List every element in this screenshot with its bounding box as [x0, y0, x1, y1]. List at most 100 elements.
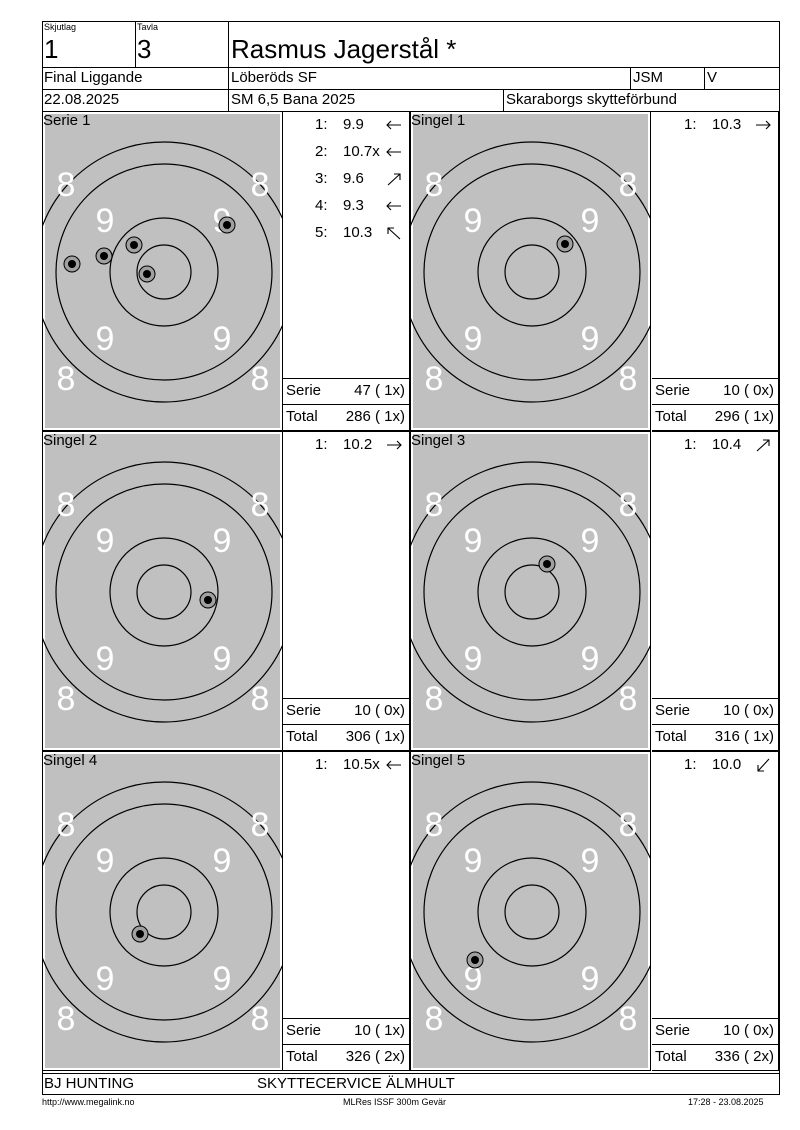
ring-number-9: 9	[464, 960, 483, 998]
tavla-value: 3	[137, 34, 152, 64]
ring-number-8: 8	[425, 166, 444, 204]
arrow-up-right-icon	[756, 439, 770, 452]
shot-number: 1:	[315, 756, 328, 773]
shooter-name: Rasmus Jagerstål *	[231, 34, 457, 64]
serie-value: 10 ( 1x)	[354, 1022, 405, 1039]
summary-divider	[283, 378, 409, 379]
target-ring	[504, 564, 560, 620]
ring-number-8: 8	[57, 1000, 76, 1038]
arrow-down-left-icon	[757, 758, 770, 772]
footer-software: MLRes ISSF 300m Gevär	[343, 1097, 447, 1107]
shot-value: 9.6	[343, 170, 364, 187]
federation-name: Skaraborgs skytteförbund	[506, 91, 677, 108]
target-ring	[43, 141, 282, 403]
date: 22.08.2025	[44, 91, 120, 108]
shot-center	[100, 252, 108, 260]
panel-title: Serie 1	[43, 112, 91, 129]
competition-name: SM 6,5 Bana 2025	[231, 91, 356, 108]
ring-number-9: 9	[213, 522, 232, 560]
shot-row: 3:9.6	[283, 170, 409, 192]
shot-number: 1:	[315, 436, 328, 453]
ring-number-8: 8	[57, 166, 76, 204]
serie-value: 10 ( 0x)	[723, 1022, 774, 1039]
ring-number-9: 9	[581, 522, 600, 560]
ring-number-9: 9	[581, 320, 600, 358]
target-ring	[504, 884, 560, 940]
shot-center	[471, 956, 479, 964]
total-label: Total	[286, 728, 318, 745]
target-ring	[504, 244, 560, 300]
serie-label: Serie	[286, 382, 322, 399]
ring-number-9: 9	[581, 202, 600, 240]
serie-value: 10 ( 0x)	[354, 702, 405, 719]
shot-value: 10.3	[712, 116, 742, 133]
shot-center	[136, 930, 144, 938]
shot-center	[204, 596, 212, 604]
ring-number-8: 8	[251, 680, 270, 718]
arrow-left-icon	[386, 760, 401, 770]
target-ring	[477, 537, 587, 647]
shot-row: 1:10.4	[652, 436, 778, 458]
header-border-top	[42, 21, 780, 22]
ring-number-8: 8	[425, 680, 444, 718]
total-label: Total	[286, 1048, 318, 1065]
total-label: Total	[286, 408, 318, 425]
footer-border-top	[42, 1073, 780, 1074]
summary-divider	[652, 1044, 778, 1045]
summary-divider	[283, 1018, 409, 1019]
target-ring	[411, 781, 650, 1043]
target-ring	[109, 857, 219, 967]
serie-label: Serie	[655, 382, 691, 399]
shot-number: 1:	[684, 116, 697, 133]
target-ring	[411, 461, 650, 723]
shot-center	[543, 560, 551, 568]
arrow-right-icon	[387, 440, 402, 450]
target-ring	[477, 217, 587, 327]
total-value: 316 ( 1x)	[714, 728, 774, 745]
shot-row: 1:9.9	[283, 116, 409, 138]
ring-number-8: 8	[619, 680, 638, 718]
footer-url[interactable]: http://www.megalink.no	[42, 1097, 135, 1107]
ring-number-9: 9	[96, 960, 115, 998]
arrow-up-left-icon	[387, 227, 401, 240]
header-border-row1	[42, 67, 780, 68]
summary-divider	[283, 724, 409, 725]
header-divider-class	[630, 67, 631, 89]
footer-border-bottom	[42, 1094, 780, 1095]
ring-number-8: 8	[425, 1000, 444, 1038]
summary-divider	[652, 378, 778, 379]
ring-number-9: 9	[213, 320, 232, 358]
arrow-up-right-icon	[387, 173, 401, 186]
panel-title: Singel 4	[43, 752, 98, 769]
shot-number: 1:	[684, 436, 697, 453]
target-ring	[109, 217, 219, 327]
ring-number-9: 9	[96, 640, 115, 678]
header-divider-category	[704, 67, 705, 89]
serie-label: Serie	[655, 702, 691, 719]
header-border-row2	[42, 89, 780, 90]
total-value: 296 ( 1x)	[714, 408, 774, 425]
shot-value: 10.3	[343, 224, 373, 241]
shot-value: 9.9	[343, 116, 364, 133]
summary-divider	[283, 1044, 409, 1045]
shot-row: 1:10.2	[283, 436, 409, 458]
ring-number-8: 8	[57, 486, 76, 524]
